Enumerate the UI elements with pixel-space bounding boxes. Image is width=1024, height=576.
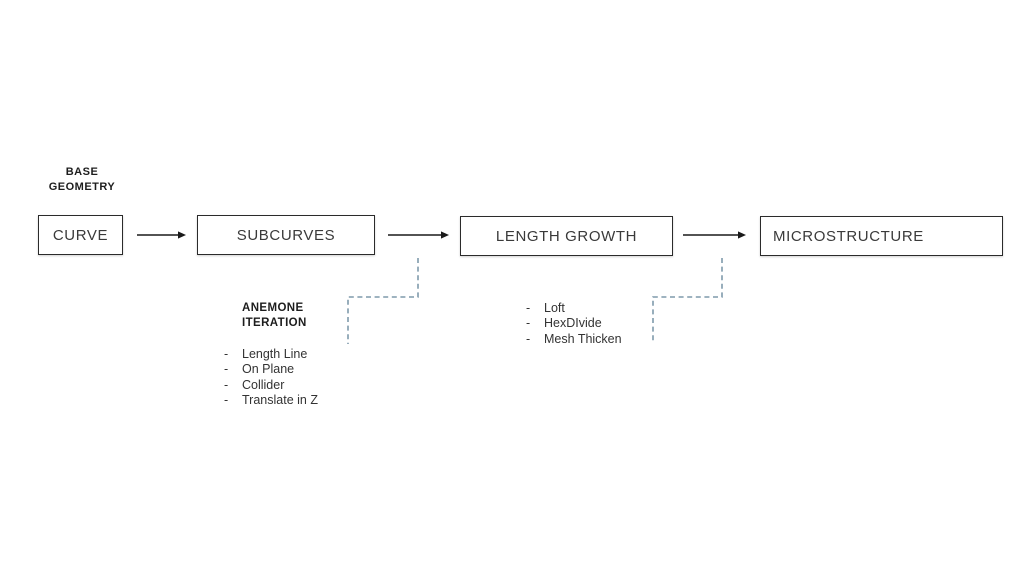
list-item-text: On Plane [242, 362, 295, 377]
base-geometry-label-line: GEOMETRY [48, 181, 116, 193]
list-item-text: Translate in Z [242, 393, 318, 408]
flow-node-label: LENGTH GROWTH [495, 227, 638, 245]
bullet-dash: - [224, 347, 229, 361]
flow-arrow-1 [137, 231, 186, 239]
list-item: - HexDIvide [526, 316, 622, 331]
list-item: - Length Line [224, 347, 318, 362]
flow-node-label: CURVE [52, 226, 109, 244]
flow-arrow-2 [388, 231, 449, 239]
list-item: - Mesh Thicken [526, 332, 622, 347]
bullet-dash: - [224, 393, 229, 408]
length-growth-steps-list: - Loft - HexDIvide - Mesh Thicken [526, 301, 622, 347]
dashed-connector-annotation-1 [347, 258, 419, 344]
flow-node-curve: CURVE [38, 215, 123, 255]
list-item: - Translate in Z [224, 393, 318, 408]
list-item: - Loft [526, 301, 622, 316]
arrow-head-icon [178, 231, 186, 239]
flow-node-label: SUBCURVES [236, 226, 336, 244]
flow-node-label: MICROSTRUCTURE [773, 227, 924, 245]
list-item-text: Mesh Thicken [544, 331, 622, 346]
list-item-text: Loft [544, 301, 565, 315]
base-geometry-label-line: BASE [65, 166, 99, 178]
bullet-dash: - [526, 316, 531, 331]
dashed-connector-annotation-2 [652, 258, 723, 343]
anemone-iteration-heading-line: ITERATION [242, 317, 307, 329]
list-item-text: Length Line [242, 347, 308, 361]
bullet-dash: - [526, 301, 531, 315]
base-geometry-label: BASE GEOMETRY [30, 165, 134, 195]
bullet-dash: - [224, 377, 229, 392]
arrow-head-icon [441, 231, 449, 239]
flow-node-subcurves: SUBCURVES [197, 215, 375, 255]
list-item: - Collider [224, 378, 318, 393]
list-item-text: Collider [242, 377, 285, 392]
flow-node-microstructure: MICROSTRUCTURE [760, 216, 1003, 256]
list-item-text: HexDIvide [544, 316, 602, 331]
anemone-iteration-heading-line: ANEMONE [242, 302, 304, 314]
bullet-dash: - [224, 362, 229, 377]
flow-node-length-growth: LENGTH GROWTH [460, 216, 673, 256]
anemone-iteration-list: - Length Line - On Plane - Collider - Tr… [224, 347, 318, 409]
flow-arrow-3 [683, 231, 746, 239]
anemone-iteration-heading: ANEMONE ITERATION [242, 301, 307, 331]
list-item: - On Plane [224, 362, 318, 377]
arrow-head-icon [738, 231, 746, 239]
bullet-dash: - [526, 331, 531, 346]
